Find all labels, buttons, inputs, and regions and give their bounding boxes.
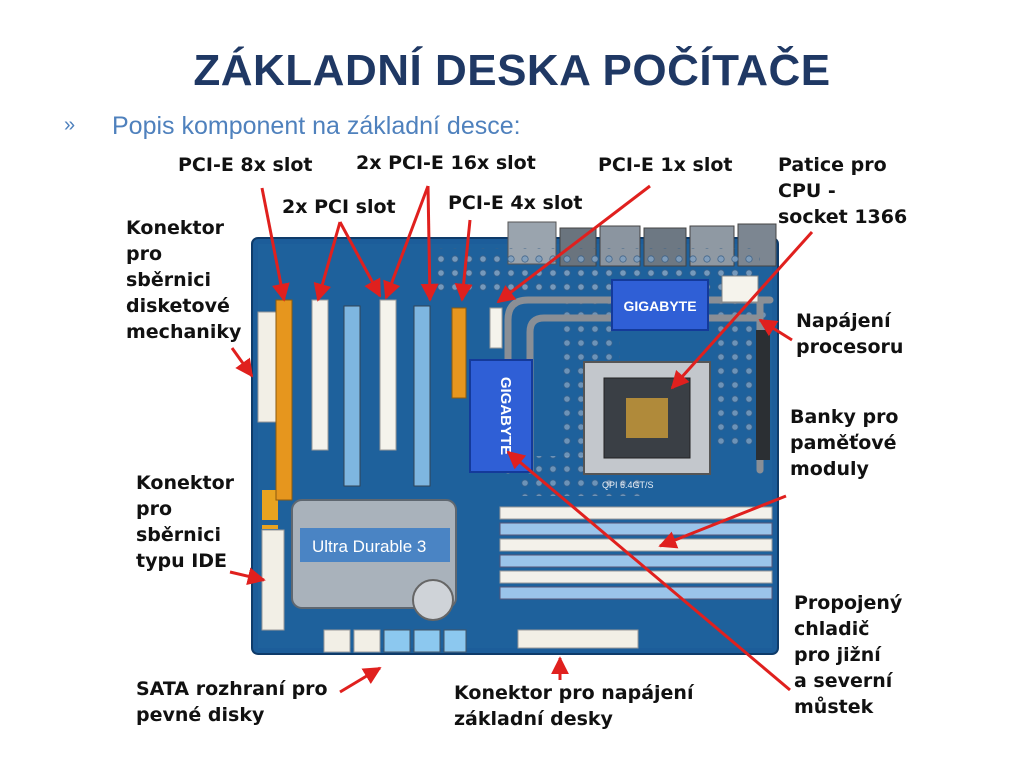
label-pcie-16x: 2x PCI-E 16x slot: [356, 152, 536, 174]
ram-slots: [499, 506, 773, 600]
cpu-socket: [583, 361, 711, 475]
label-pcie-8x: PCI-E 8x slot: [178, 154, 313, 176]
floppy-connector: [257, 311, 279, 423]
heatsink-text: Ultra Durable 3: [312, 537, 426, 556]
callout-arrows: [229, 184, 814, 694]
bullet-text: Popis komponent na základní desce:: [112, 112, 521, 140]
label-floppy-connector: Konektor pro sběrnici disketové mechanik…: [126, 217, 242, 343]
label-pci: 2x PCI slot: [282, 196, 396, 218]
cmos-battery: [412, 579, 454, 621]
label-pcie-1x: PCI-E 1x slot: [598, 154, 733, 176]
board-brand-nb: GIGABYTE: [497, 377, 514, 455]
label-memory-banks: Banky pro paměťové moduly: [790, 406, 899, 480]
slide-title: ZÁKLADNÍ DESKA POČÍTAČE: [193, 46, 831, 95]
label-atx-power: Konektor pro napájení základní desky: [454, 682, 694, 730]
label-cpu-socket: Patice pro CPU - socket 1366: [778, 154, 908, 228]
label-ide-connector: Konektor pro sběrnici typu IDE: [136, 472, 234, 572]
label-cpu-power: Napájení procesoru: [796, 310, 904, 358]
bullet-marker: »: [64, 114, 76, 136]
label-sata: SATA rozhraní pro pevné disky: [136, 678, 328, 726]
expansion-slots: [275, 299, 503, 501]
label-heatsink: Propojený chladič pro jižní a severní mů…: [794, 592, 903, 718]
board-brand-top: GIGABYTE: [623, 298, 696, 314]
qpi-text: QPI 6.4GT/S: [602, 480, 654, 490]
atx-power-connector: [517, 629, 639, 649]
sata-ports: [323, 629, 467, 653]
ide-connector: [261, 529, 285, 631]
label-pcie-4x: PCI-E 4x slot: [448, 192, 583, 214]
